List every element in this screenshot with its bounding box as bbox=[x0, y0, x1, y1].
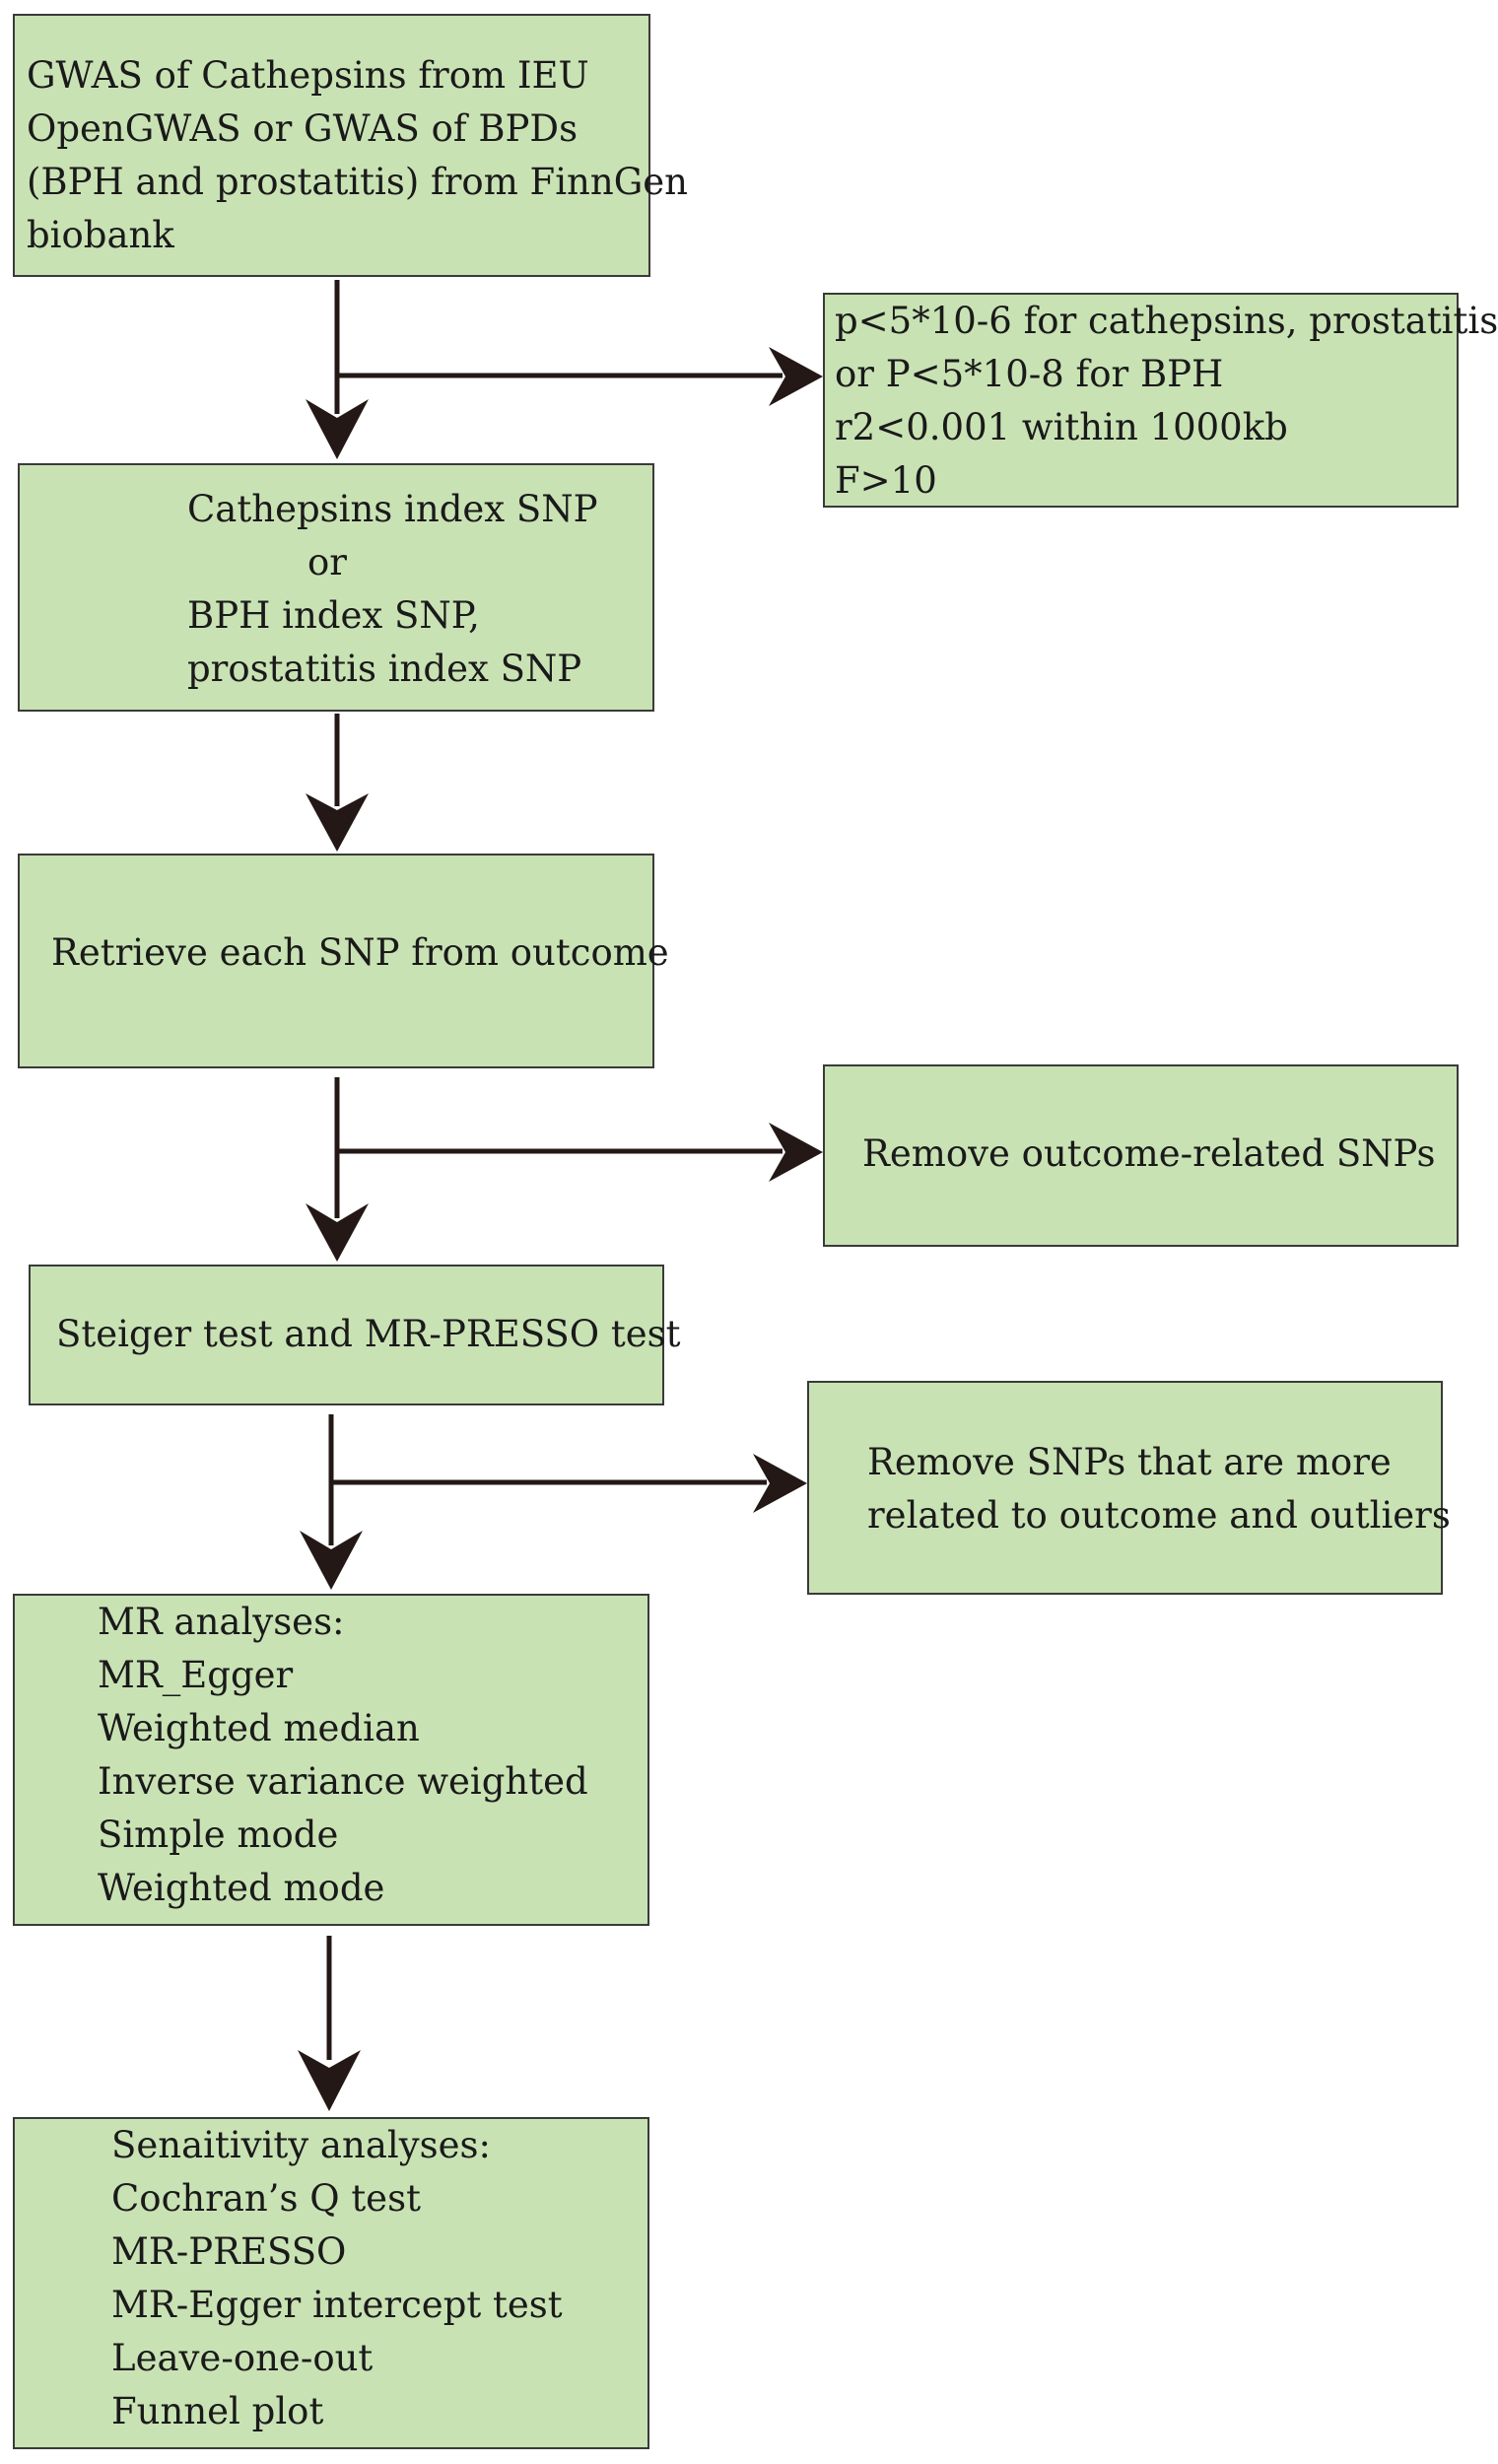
box-line: or P<5*10-8 for BPH bbox=[835, 353, 1224, 395]
box-line: Leave-one-out bbox=[111, 2337, 374, 2379]
gwas-source-box: GWAS of Cathepsins from IEU OpenGWAS or … bbox=[13, 14, 688, 277]
arrow-head-icon bbox=[298, 2050, 361, 2111]
box-line: (BPH and prostatitis) from FinnGen bbox=[27, 161, 688, 203]
remove-outcome-related-box: Remove outcome-related SNPs bbox=[823, 1064, 1459, 1247]
box-line: Remove SNPs that are more bbox=[867, 1441, 1392, 1483]
arrow-head-icon bbox=[306, 399, 369, 459]
box-line: GWAS of Cathepsins from IEU bbox=[27, 54, 589, 97]
arrow-head-icon bbox=[769, 1123, 823, 1182]
box-line: r2<0.001 within 1000kb bbox=[835, 406, 1288, 448]
box-line: related to outcome and outliers bbox=[867, 1494, 1451, 1537]
box-line: Remove outcome-related SNPs bbox=[862, 1132, 1436, 1175]
box-line: Cochran’s Q test bbox=[111, 2177, 421, 2220]
steiger-presso-box: Steiger test and MR-PRESSO test bbox=[29, 1265, 681, 1405]
box-line: Weighted median bbox=[98, 1707, 420, 1749]
retrieve-snp-box: Retrieve each SNP from outcome bbox=[18, 854, 669, 1068]
box-line: Retrieve each SNP from outcome bbox=[51, 931, 669, 974]
box-line: biobank bbox=[27, 214, 174, 256]
box-line: or bbox=[307, 541, 347, 583]
box-line: prostatitis index SNP bbox=[187, 648, 582, 690]
remove-outliers-box: Remove SNPs that are more related to out… bbox=[807, 1381, 1451, 1595]
box-line: BPH index SNP, bbox=[187, 594, 480, 637]
box-line: Steiger test and MR-PRESSO test bbox=[56, 1313, 681, 1355]
box-line: MR-PRESSO bbox=[111, 2230, 347, 2273]
box-line: MR_Egger bbox=[98, 1654, 294, 1696]
mr-analyses-box: MR analyses: MR_Egger Weighted median In… bbox=[13, 1594, 649, 1926]
box-line: Funnel plot bbox=[111, 2390, 324, 2432]
box-line: F>10 bbox=[835, 459, 937, 502]
arrow-head-icon bbox=[306, 1203, 369, 1262]
box-line: Inverse variance weighted bbox=[98, 1760, 588, 1803]
index-snp-box: Cathepsins index SNP or BPH index SNP, p… bbox=[18, 463, 654, 712]
selection-criteria-box: p<5*10-6 for cathepsins, prostatitis or … bbox=[823, 293, 1498, 508]
box-line: Cathepsins index SNP bbox=[187, 488, 598, 530]
arrow-head-icon bbox=[306, 793, 369, 852]
box-line: Simple mode bbox=[98, 1814, 339, 1856]
box-line: MR-Egger intercept test bbox=[111, 2284, 563, 2326]
box-line: MR analyses: bbox=[98, 1601, 345, 1643]
box-line: p<5*10-6 for cathepsins, prostatitis bbox=[835, 300, 1498, 342]
arrow-head-icon bbox=[753, 1454, 807, 1513]
box-line: OpenGWAS or GWAS of BPDs bbox=[27, 107, 579, 150]
box-line: Senaitivity analyses: bbox=[111, 2124, 491, 2166]
arrow-head-icon bbox=[300, 1531, 363, 1590]
arrow-head-icon bbox=[769, 347, 823, 406]
sensitivity-analyses-box: Senaitivity analyses: Cochran’s Q test M… bbox=[13, 2117, 649, 2449]
box-line: Weighted mode bbox=[98, 1867, 385, 1909]
